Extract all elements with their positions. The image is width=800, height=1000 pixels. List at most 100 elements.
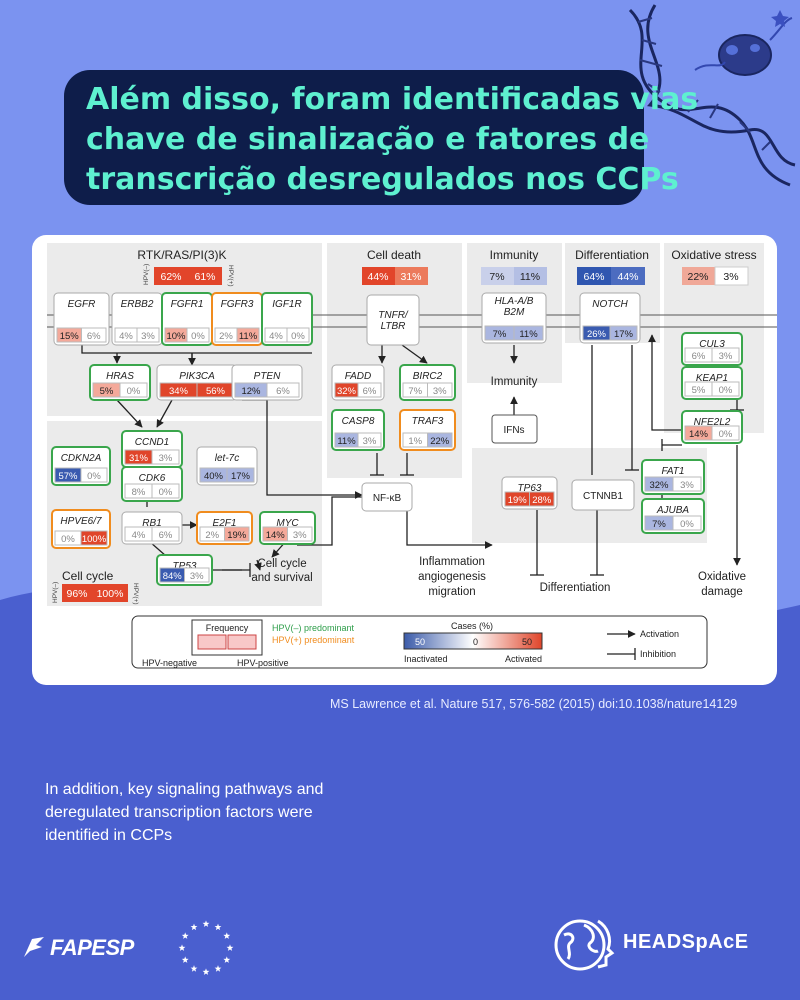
legend-inhibition: Inhibition [640,649,676,659]
gene-name-myc: MYC [276,518,299,529]
gene-name-fadd: FADD [345,371,371,382]
legend-hpv-neg-predominant: HPV(–) predominant [272,623,355,633]
gene-fgfr3-pos-value: 11% [239,331,258,342]
rtk-freq-neg: 62% [160,271,181,283]
cell-death-freq-neg: 44% [367,271,388,283]
rtk-freq-neg-cell [154,267,188,285]
immunity-freq-neg-cell [481,267,514,285]
gene-name-nfkb: NF-κB [373,493,402,504]
eu-star-icon [223,956,231,963]
gene-ajuba-pos-value: 0% [680,519,694,530]
hras-to-ccnd1-arrow [116,399,143,428]
gene-e2f1-neg-value: 2% [205,530,219,541]
oxidative-freq-pos-cell [714,266,749,286]
gene-name-tp63: TP63 [518,483,542,494]
gene-notch-pos-value: 17% [614,329,634,340]
gene-myc-neg-value: 14% [266,530,286,541]
cc-hpv-pos-label: HPV(+) [132,583,139,605]
gene-nfe2l2-pos-value: 0% [719,429,733,440]
inflammation-outcome-1: Inflammation [419,556,485,568]
gene-traf3-pos-value: 22% [430,436,450,447]
gene-keap1-pos-value: 0% [719,385,733,396]
gene-name-cdkn2a: CDKN2A [61,453,102,464]
gene-name-hras: HRAS [106,371,134,382]
gene-e2f1-pos-value: 19% [227,530,247,541]
gene-cdk6-neg-value: 8% [132,487,146,498]
gene-name-ccnd1: CCND1 [135,437,169,448]
gene-fadd-pos-cell [357,382,382,398]
gene-let7c-pos-cell [226,467,255,483]
gene-name-traf3: TRAF3 [412,416,444,427]
gene-egfr-neg-value: 15% [60,331,80,342]
headspace-globe-head-icon [554,919,615,971]
gene-tp53-pos-cell [184,567,210,583]
dna-helix-icon [628,4,796,187]
gene-nfkb: NF-κB [361,482,413,512]
rtk-hpv-pos-label: HPV(+) [227,265,234,287]
gene-myc-pos-cell [287,526,313,542]
tnfr-to-birc2-arrow [401,344,428,364]
eu-star-icon [223,932,231,939]
legend-hpv-negative: HPV-negative [142,658,197,668]
gene-hpve67: HPVE6/70%100% [51,509,111,549]
nfkb-to-cellcycle-connector [297,496,362,546]
cell-cycle-title: Cell cycle [62,569,114,583]
oxidative-freq-neg-cell [682,267,715,285]
gene-name-fgfr3: FGFR3 [221,299,254,310]
gene-name-birc2: BIRC2 [413,371,443,382]
nfkb-to-inflammation-arrow [406,510,493,549]
rtk-freq-pos: 61% [194,271,215,283]
legend-scale-min: 50 [415,637,425,647]
rtk-freq-pos-cell [188,267,222,285]
title-line-3: transcrição desregulados nos CCPs [86,162,679,197]
differentiation-title: Differentiation [575,248,649,262]
eu-star-icon [178,944,186,951]
gene-tp63-pos-cell [529,491,555,507]
english-caption: In addition, key signaling pathways and … [45,781,324,844]
gene-hpve67-neg-value: 0% [61,534,75,545]
gene-egfr-pos-value: 6% [87,331,101,342]
gene-fat1-pos-value: 3% [680,480,694,491]
gene-name-hpve67: HPVE6/7 [60,516,102,527]
fapesp-logo: FAPESP [22,930,162,966]
gene-name-hla: HLA-A/B [495,296,534,307]
rtk-title: RTK/RAS/PI(3)K [137,248,226,262]
legend-activation: Activation [640,629,679,639]
gene-cul3-neg-value: 6% [692,351,706,362]
gene-hla-neg-value: 7% [493,329,507,340]
gene-name-fat1: FAT1 [662,466,685,477]
eu-star-icon [202,968,210,975]
immunity-outcome: Immunity [491,376,538,388]
citation: MS Lawrence et al. Nature 517, 576-582 (… [330,697,738,711]
gene-name-egfr: EGFR [68,299,96,310]
gene-name-keap1: KEAP1 [696,373,728,384]
differentiation-freq-neg-cell [577,267,611,285]
gene-notch-pos-cell [609,325,638,341]
gene-ccnd1-pos-cell [151,449,180,465]
legend-cases: Cases (%) [451,621,493,631]
gene-hras-pos-cell [119,382,148,398]
gene-tnfr: TNFR/LTBR [366,294,420,346]
differentiation-outcome: Differentiation [540,582,611,594]
cell-death-freq-pos-cell [395,267,428,285]
gene-box-nfkb [361,482,413,512]
gene-tp53-pos-value: 3% [190,571,204,582]
cc-hpv-neg-label: HPV(–) [52,582,59,603]
gene-casp8-pos-value: 3% [363,436,377,447]
legend-hpv-positive: HPV-positive [237,658,289,668]
oxidative-outcome-1: Oxidative [698,571,746,583]
immunity-freq-neg: 7% [489,271,504,283]
